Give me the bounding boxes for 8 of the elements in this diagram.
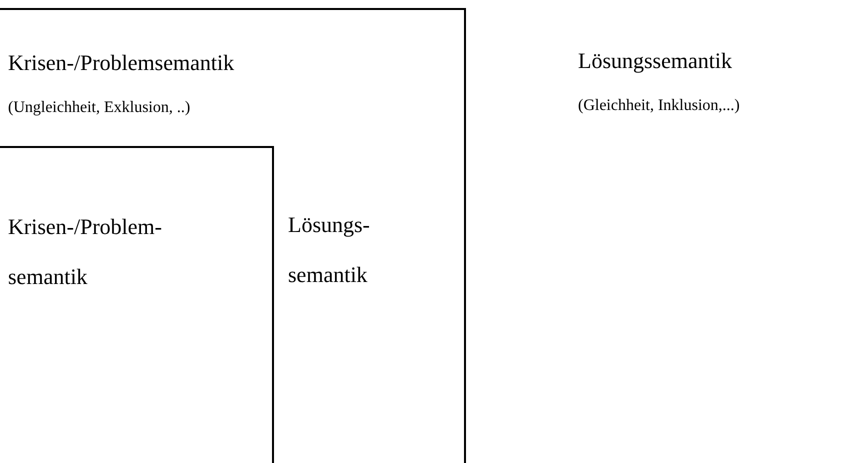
region-frame: [0, 146, 274, 463]
region-subheading: (Ungleichheit, Exklusion, ..): [8, 98, 192, 118]
region-heading: Krisen-/Problemsemantik: [8, 49, 236, 77]
region-subheading: (Gleichheit, Inklusion,...): [578, 96, 741, 116]
region-heading: Krisen-/Problem- semantik: [8, 213, 163, 291]
region-heading: Lösungssemantik: [578, 47, 733, 75]
region-heading: Lösungs- semantik: [288, 211, 371, 289]
region-frame: [0, 8, 466, 463]
